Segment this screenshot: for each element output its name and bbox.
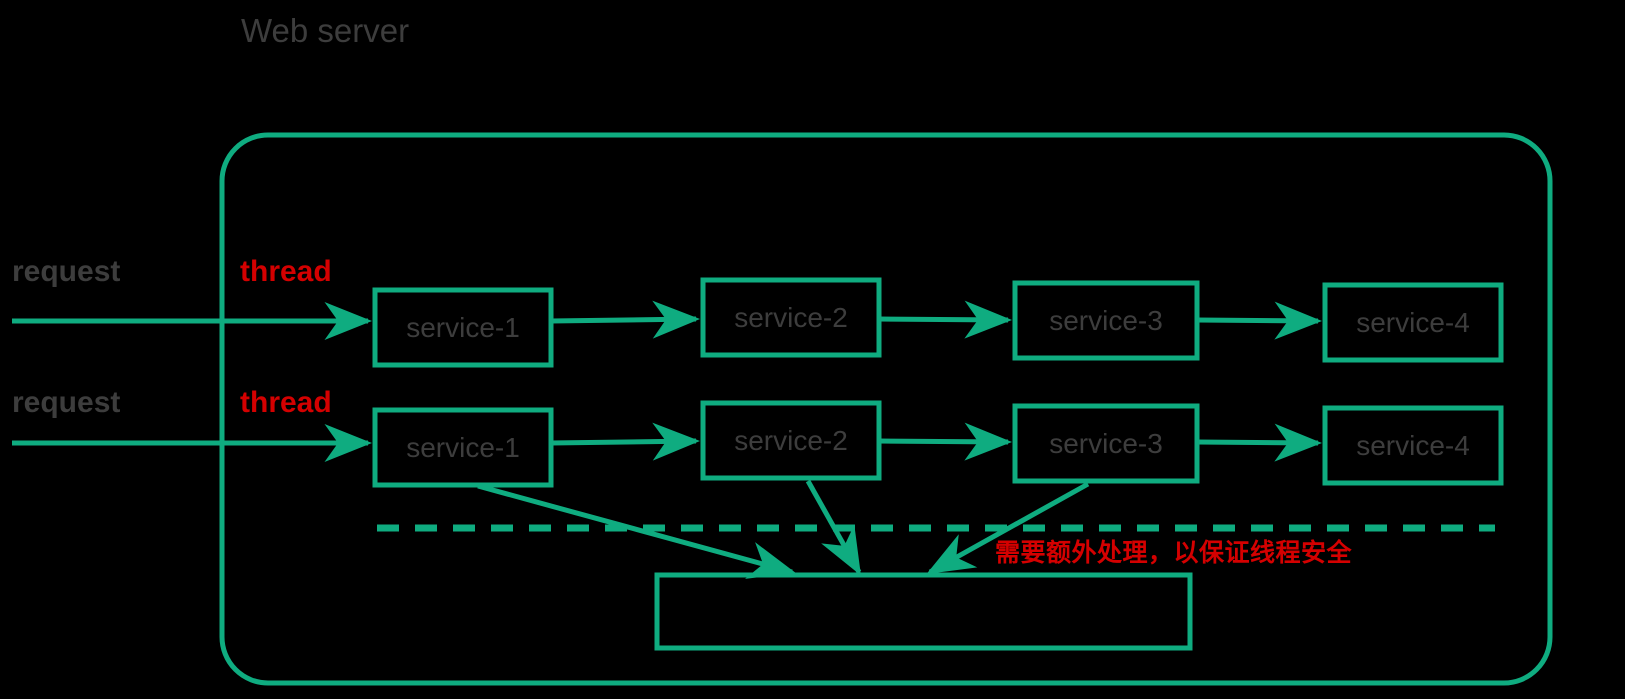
service-label-r2-2: service-2	[734, 424, 848, 456]
service-label-r1-4: service-4	[1356, 306, 1470, 338]
thread-label-2: thread	[240, 386, 332, 419]
service-label-r2-1: service-1	[406, 431, 520, 463]
arrow-r1-3-4	[1196, 301, 1322, 340]
request-label-1: request	[12, 255, 121, 288]
web-server-container-shape	[219, 132, 1553, 686]
service-box-r1-2	[700, 277, 882, 358]
arrow-r2-1-2	[550, 422, 700, 461]
service-label-r1-2: service-2	[734, 301, 848, 333]
service-2-to-shared-arrow	[805, 479, 862, 576]
arrow-r1-2-3	[878, 300, 1012, 339]
page-title: Web server	[241, 12, 410, 49]
arrow-r2-2-3	[878, 422, 1012, 461]
service-1-to-shared-arrow	[477, 483, 796, 579]
service-label-r1-3: service-3	[1049, 304, 1163, 336]
service-box-r1-4	[1322, 282, 1504, 363]
service-box-r2-2	[700, 400, 882, 481]
thread-safety-note: 需要额外处理，以保证线程安全	[995, 539, 1353, 567]
arrow-r2-3-4	[1196, 423, 1322, 462]
request-label-2: request	[12, 386, 121, 419]
service-box-r2-4	[1322, 405, 1504, 486]
service-label-r2-4: service-4	[1356, 429, 1470, 461]
arrow-r1-1-2	[550, 300, 700, 339]
shared-resource-box-shape	[654, 572, 1193, 651]
service-label-r1-1: service-1	[406, 311, 520, 343]
service-3-to-shared-arrow	[926, 481, 1090, 575]
service-box-r2-1	[372, 407, 554, 488]
service-box-r1-1	[372, 287, 554, 368]
thread-label-1: thread	[240, 255, 332, 288]
service-label-r2-3: service-3	[1049, 427, 1163, 459]
shared-resource-label	[657, 575, 1190, 648]
